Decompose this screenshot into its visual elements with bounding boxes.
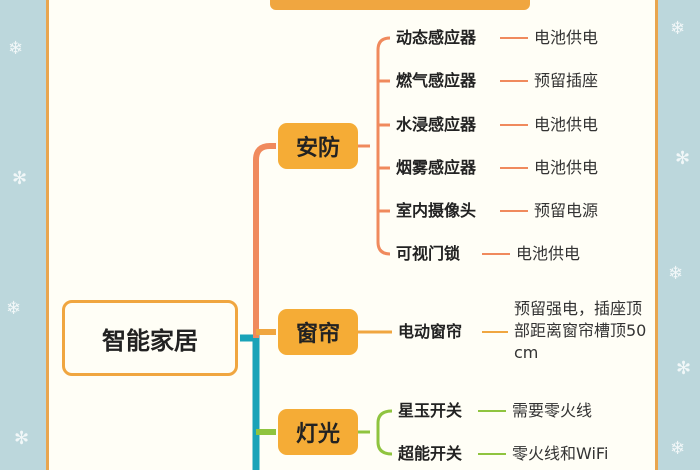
category-label: 灯光 (295, 422, 340, 447)
node-super-switch: 超能开关 (398, 444, 463, 463)
node-indoor-camera: 室内摄像头 (396, 201, 477, 220)
node-water-sensor: 水浸感应器 (396, 115, 477, 134)
snowflake-icon: ✻ (675, 148, 691, 169)
snowflake-icon: ❄ (8, 38, 24, 59)
leaf-water-sensor: 电池供电 (534, 115, 599, 134)
leaf-xingyu-switch: 需要零火线 (512, 401, 593, 420)
node-motion-sensor: 动态感应器 (396, 28, 477, 47)
snowflake-icon: ✻ (12, 168, 28, 189)
snowflake-icon: ✻ (676, 358, 692, 379)
node-xingyu-switch: 星玉开关 (398, 401, 463, 420)
leaf-indoor-camera: 预留电源 (534, 201, 599, 220)
category-security: 安防 (278, 123, 358, 169)
snowflake-icon: ✻ (14, 428, 30, 449)
snowflake-icon: ❄ (668, 263, 684, 284)
mindmap-paper (46, 0, 658, 470)
node-smoke-sensor: 烟雾感应器 (396, 158, 477, 177)
top-accent-bar (270, 0, 530, 10)
root-node: 智能家居 (62, 300, 238, 376)
category-light: 灯光 (278, 409, 358, 455)
node-gas-sensor: 燃气感应器 (396, 71, 477, 90)
leaf-gas-sensor: 预留插座 (534, 71, 599, 90)
category-label: 安防 (295, 136, 340, 161)
node-electric-curtain: 电动窗帘 (398, 322, 463, 341)
snowflake-icon: ❄ (670, 438, 686, 459)
leaf-motion-sensor: 电池供电 (534, 28, 599, 47)
category-label: 窗帘 (295, 322, 340, 347)
leaf-video-lock: 电池供电 (516, 244, 581, 263)
leaf-smoke-sensor: 电池供电 (534, 158, 599, 177)
category-curtain: 窗帘 (278, 309, 358, 355)
root-label: 智能家居 (102, 326, 198, 355)
leaf-electric-curtain: 预留强电，插座顶部距离窗帘槽顶50cm (514, 299, 647, 362)
node-video-lock: 可视门锁 (396, 244, 461, 263)
leaf-super-switch: 零火线和WiFi (512, 444, 609, 463)
snowflake-icon: ❄ (6, 298, 22, 319)
snowflake-icon: ❄ (670, 18, 686, 39)
